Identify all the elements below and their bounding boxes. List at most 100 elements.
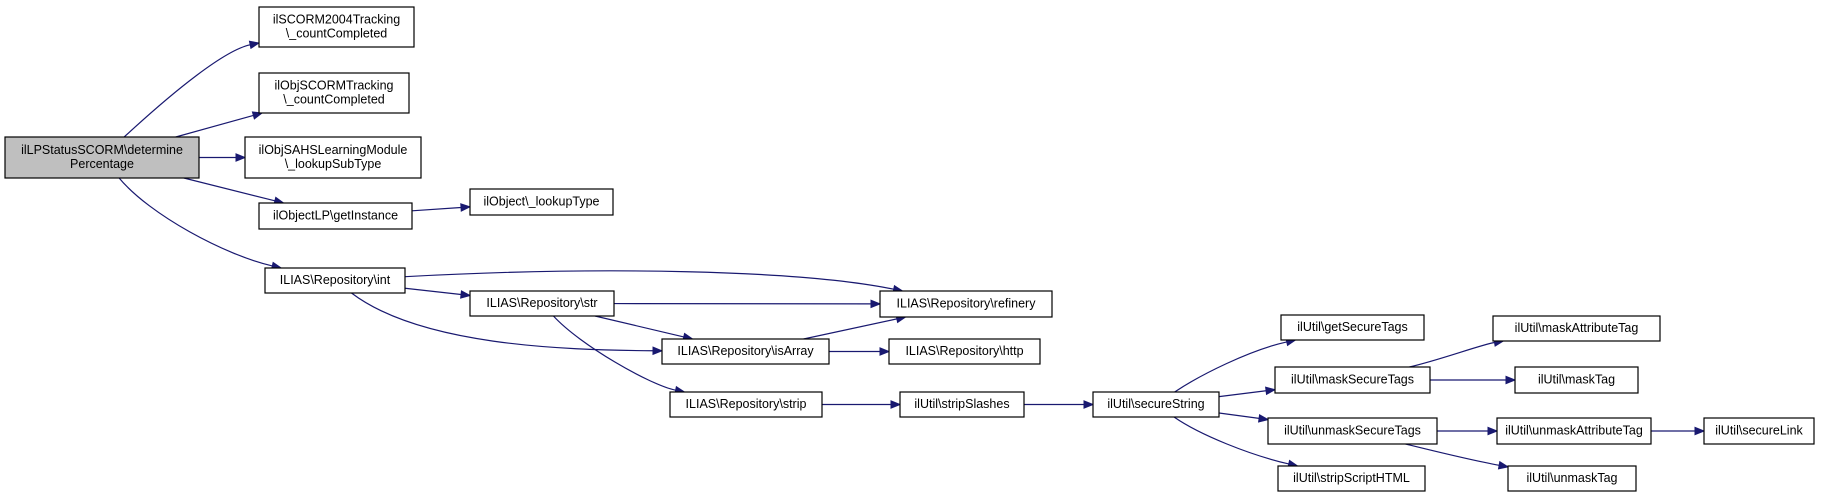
node-label-line: ilUtil\maskSecureTags (1291, 372, 1414, 386)
node-strip[interactable]: ILIAS\Repository\strip (669, 391, 823, 418)
node-label-line: ilUtil\secureString (1107, 397, 1204, 411)
node-lookuptype[interactable]: ilObject\_lookupType (469, 188, 614, 216)
node-int[interactable]: ILIAS\Repository\int (264, 267, 406, 294)
edge-root-to-objectlp (183, 177, 285, 205)
node-label-line: ilUtil\unmaskTag (1526, 471, 1617, 485)
arrowhead (248, 40, 261, 50)
node-label-line: ILIAS\Repository\strip (686, 397, 807, 411)
node-box (1492, 315, 1661, 342)
edge-unmasksecuretags-to-unmaskattributetag (1437, 426, 1499, 436)
node-label-line: ilSCORM2004Tracking (273, 12, 400, 26)
node-box (1496, 417, 1652, 445)
edge-line (594, 315, 684, 338)
node-label-line: ilUtil\maskAttributeTag (1515, 321, 1639, 335)
edge-strip-to-stripslashes (822, 400, 902, 409)
node-label-line: ilUtil\stripSlashes (914, 397, 1009, 411)
arrowhead (870, 299, 882, 309)
node-box (258, 72, 410, 114)
node-refinery[interactable]: ILIAS\Repository\refinery (879, 290, 1053, 318)
edge-line (411, 206, 462, 212)
node-objectlp[interactable]: ilObjectLP\getInstance (258, 202, 413, 230)
node-box (469, 188, 614, 216)
edge-objectlp-to-lookuptype (411, 203, 472, 212)
edge-str-to-isarray (594, 315, 694, 342)
node-box (879, 290, 1053, 318)
node-isarray[interactable]: ILIAS\Repository\isArray (661, 338, 830, 365)
edge-line (404, 287, 462, 296)
node-box (888, 338, 1041, 365)
node-unmaskattributetag[interactable]: ilUtil\unmaskAttributeTag (1496, 417, 1652, 445)
edge-line (1174, 341, 1287, 393)
node-label-line: \_lookupSubType (285, 157, 382, 171)
node-box (899, 391, 1025, 418)
arrowhead (890, 400, 902, 409)
node-box (661, 338, 830, 365)
node-getsecuretags[interactable]: ilUtil\getSecureTags (1280, 314, 1425, 341)
edge-unmasksecuretags-to-unmasktag (1405, 443, 1510, 470)
edge-line (1218, 412, 1260, 419)
node-masksecuretags[interactable]: ilUtil\maskSecureTags (1274, 366, 1431, 394)
node-label-line: ILIAS\Repository\int (280, 273, 391, 287)
arrowhead (1083, 400, 1095, 409)
arrowhead (251, 111, 264, 120)
node-box (244, 136, 422, 179)
node-box (1514, 366, 1639, 394)
node-label-line: ilUtil\maskTag (1538, 372, 1615, 386)
edge-line (175, 114, 254, 138)
arrowhead (1487, 426, 1499, 436)
arrowhead (1497, 460, 1510, 470)
node-box (258, 6, 415, 48)
node-maskattributetag[interactable]: ilUtil\maskAttributeTag (1492, 315, 1661, 342)
edge-root-to-int (118, 177, 283, 271)
node-label-line: ILIAS\Repository\str (486, 296, 597, 310)
node-securelink[interactable]: ilUtil\secureLink (1703, 417, 1815, 445)
node-http[interactable]: ILIAS\Repository\http (888, 338, 1041, 365)
node-scorm2004[interactable]: ilSCORM2004Tracking\_countCompleted (258, 6, 415, 48)
edge-securestring-to-masksecuretags (1218, 386, 1277, 398)
arrowhead (1505, 375, 1517, 385)
node-label-line: ilObjSAHSLearningModule (259, 143, 408, 157)
edge-root-to-sahs (199, 153, 247, 162)
arrowhead (1265, 386, 1277, 396)
edge-stripslashes-to-securestring (1024, 400, 1095, 409)
node-label-line: ilObject\_lookupType (483, 194, 599, 208)
node-objscorm[interactable]: ilObjSCORMTracking\_countCompleted (258, 72, 410, 114)
node-stripslashes[interactable]: ilUtil\stripSlashes (899, 391, 1025, 418)
node-box (1092, 391, 1220, 418)
node-masktag[interactable]: ilUtil\maskTag (1514, 366, 1639, 394)
node-securestring[interactable]: ilUtil\secureString (1092, 391, 1220, 418)
node-str[interactable]: ILIAS\Repository\str (469, 290, 615, 317)
node-label-line: ilUtil\getSecureTags (1297, 320, 1407, 334)
node-label-line: ILIAS\Repository\refinery (897, 296, 1037, 310)
node-box (669, 391, 823, 418)
node-box (469, 290, 615, 317)
node-box (1280, 314, 1425, 341)
arrowhead (879, 347, 891, 356)
node-box (4, 136, 200, 179)
arrowhead (235, 153, 247, 162)
node-label-line: ilLPStatusSCORM\determine (21, 143, 183, 157)
node-sahs[interactable]: ilObjSAHSLearningModule\_lookupSubType (244, 136, 422, 179)
arrowhead (1258, 414, 1270, 423)
edge-int-to-refinery (404, 270, 904, 294)
node-label-line: \_countCompleted (286, 26, 388, 40)
edge-line (118, 177, 273, 267)
arrowhead (1694, 426, 1706, 436)
edge-line (183, 177, 276, 202)
node-label-line: ILIAS\Repository\http (905, 344, 1023, 358)
node-box (258, 202, 413, 230)
node-box (264, 267, 406, 294)
edge-line (1409, 341, 1495, 368)
edge-int-to-isarray (351, 292, 664, 356)
arrowhead (652, 346, 664, 356)
edge-line (404, 270, 894, 290)
node-unmasktag[interactable]: ilUtil\unmaskTag (1507, 465, 1637, 492)
node-stripscripthtml[interactable]: ilUtil\stripScriptHTML (1277, 465, 1426, 492)
node-unmasksecuretags[interactable]: ilUtil\unmaskSecureTags (1267, 417, 1438, 445)
edge-root-to-scorm2004 (123, 40, 261, 138)
node-box (1507, 465, 1637, 492)
node-box (1267, 417, 1438, 445)
